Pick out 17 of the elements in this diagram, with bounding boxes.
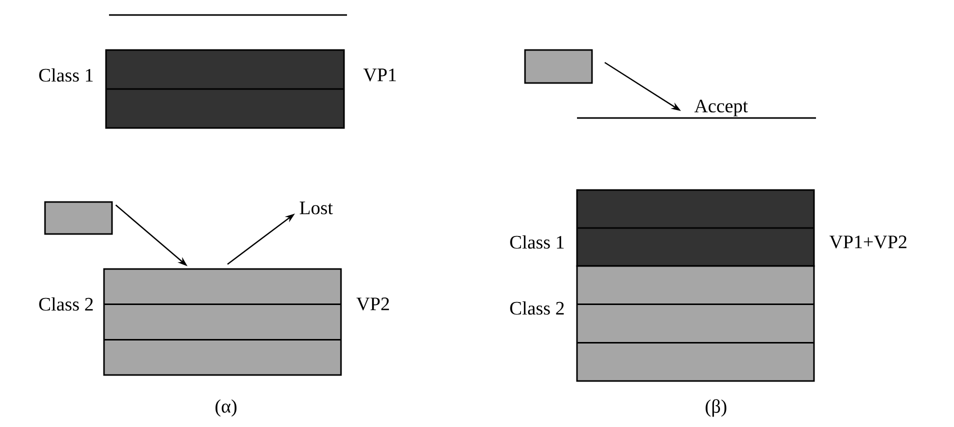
side-label: Class 2 xyxy=(39,297,93,311)
packet-box xyxy=(524,49,593,84)
node-text: Lost xyxy=(300,202,333,214)
side-label: Class 1 xyxy=(39,68,93,82)
node-text: Accept xyxy=(694,100,748,116)
slot-stack xyxy=(105,49,345,129)
subfigure-label: (α) xyxy=(216,399,236,417)
side-label: Class 1 xyxy=(510,235,564,249)
side-label: Class 2 xyxy=(510,301,564,315)
slot-stack xyxy=(576,265,815,382)
side-label: VP2 xyxy=(356,298,389,310)
packet-box xyxy=(44,201,113,235)
side-label: VP1 xyxy=(363,68,396,82)
subfigure-label: (β) xyxy=(706,399,726,417)
slot-stack xyxy=(103,268,342,376)
side-label: VP1+VP2 xyxy=(829,236,906,248)
slot-stack xyxy=(576,189,815,267)
